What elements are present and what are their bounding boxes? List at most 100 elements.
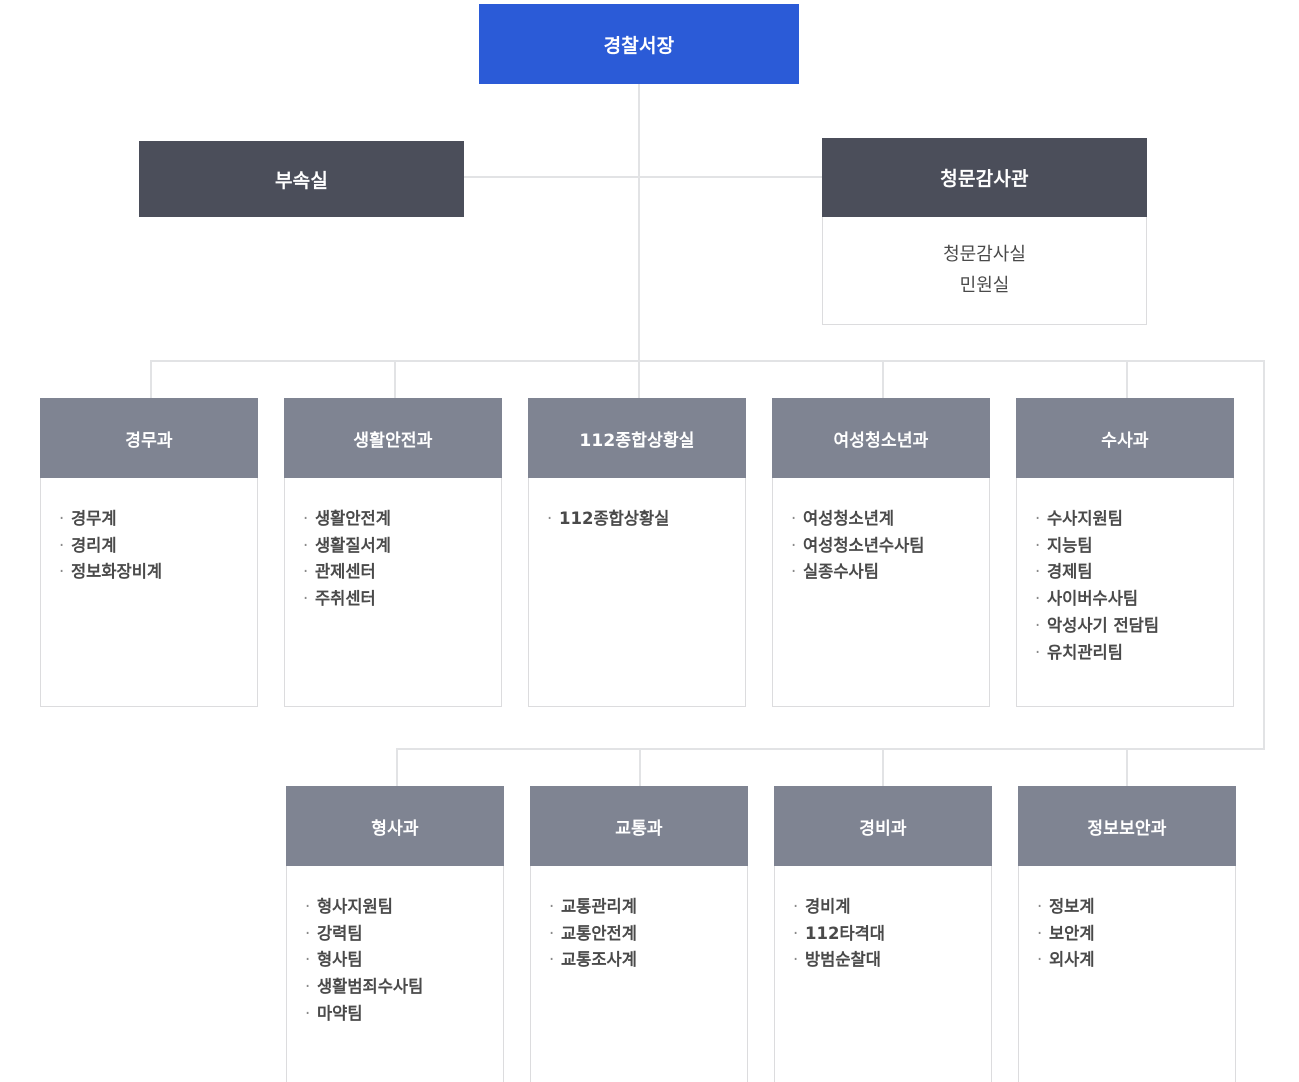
bullet-icon: · xyxy=(1035,509,1041,528)
node-intelligence-security-label: 정보보안과 xyxy=(1018,786,1236,866)
list-item-label: 교통조사계 xyxy=(561,950,637,970)
node-criminal[interactable]: 형사과 · 형사지원팀 · 강력팀 · 형사팀 · 생활범죄수사팀 · 마약팀 xyxy=(286,786,504,1082)
connector-staff-bus xyxy=(464,176,824,178)
node-audit-officer-body: 청문감사실 민원실 xyxy=(822,217,1147,325)
list-item: · 강력팀 xyxy=(305,921,503,948)
list-item-label: 교통안전계 xyxy=(561,923,637,943)
node-criminal-label: 형사과 xyxy=(286,786,504,866)
connector-row1-drop-1 xyxy=(150,360,152,398)
node-situation-room-112-body: · 112종합상황실 xyxy=(528,478,746,707)
list-item-label: 112종합상황실 xyxy=(559,509,670,528)
list-item: · 정보계 xyxy=(1037,894,1235,921)
node-adjutant-office-label: 부속실 xyxy=(139,141,464,217)
list-item: · 관제센터 xyxy=(303,559,501,586)
node-security-guard[interactable]: 경비과 · 경비계 · 112타격대 · 방범순찰대 xyxy=(774,786,992,1082)
node-public-safety-body: · 생활안전계 · 생활질서계 · 관제센터 · 주취센터 xyxy=(284,478,502,707)
connector-row2-drop-2 xyxy=(639,748,641,786)
list-item-label: 정보계 xyxy=(1049,897,1095,916)
list-item-label: 112타격대 xyxy=(805,923,885,943)
list-item-label: 생활안전계 xyxy=(315,509,391,528)
bullet-icon: · xyxy=(305,950,311,970)
bullet-icon: · xyxy=(1035,562,1041,582)
connector-root-stem xyxy=(638,82,640,178)
bullet-icon: · xyxy=(303,509,309,528)
bullet-icon: · xyxy=(1035,535,1041,555)
bullet-icon: · xyxy=(1035,589,1041,609)
bullet-icon: · xyxy=(1035,615,1041,635)
node-general-affairs[interactable]: 경무과 · 경무계 · 경리계 · 정보화장비계 xyxy=(40,398,258,707)
list-item: · 여성청소년수사팀 xyxy=(791,533,989,560)
node-situation-room-112-label: 112종합상황실 xyxy=(528,398,746,478)
list-item: · 보안계 xyxy=(1037,921,1235,948)
node-intelligence-security[interactable]: 정보보안과 · 정보계 · 보안계 · 외사계 xyxy=(1018,786,1236,1082)
list-item: · 마약팀 xyxy=(305,1001,503,1028)
node-public-safety[interactable]: 생활안전과 · 생활안전계 · 생활질서계 · 관제센터 · 주취센터 xyxy=(284,398,502,707)
list-item: · 정보화장비계 xyxy=(59,559,257,586)
bullet-icon: · xyxy=(1037,897,1043,916)
connector-row1-drop-4 xyxy=(882,360,884,398)
bullet-icon: · xyxy=(549,897,555,916)
node-investigation-body: · 수사지원팀 · 지능팀 · 경제팀 · 사이버수사팀 · 악성사기 전담팀 … xyxy=(1016,478,1234,707)
connector-row1-bus xyxy=(150,360,1265,362)
list-item: · 형사지원팀 xyxy=(305,894,503,921)
node-police-chief-label: 경찰서장 xyxy=(479,4,799,84)
bullet-icon: · xyxy=(549,923,555,943)
list-item-label: 유치관리팀 xyxy=(1047,642,1123,662)
bullet-icon: · xyxy=(791,535,797,555)
list-item-label: 교통관리계 xyxy=(561,897,637,916)
bullet-icon: · xyxy=(305,897,311,916)
list-item-label: 생활범죄수사팀 xyxy=(317,977,424,997)
list-item: · 지능팀 xyxy=(1035,533,1233,560)
bullet-icon: · xyxy=(791,509,797,528)
list-item: · 외사계 xyxy=(1037,947,1235,974)
bullet-icon: · xyxy=(305,923,311,943)
list-item-label: 경리계 xyxy=(71,535,117,555)
node-general-affairs-label: 경무과 xyxy=(40,398,258,478)
bullet-icon: · xyxy=(793,897,799,916)
list-item: · 실종수사팀 xyxy=(791,559,989,586)
node-police-chief[interactable]: 경찰서장 xyxy=(479,4,799,84)
sub-unit: 민원실 xyxy=(959,275,1010,296)
node-investigation-label: 수사과 xyxy=(1016,398,1234,478)
list-item-label: 경제팀 xyxy=(1047,562,1093,582)
node-general-affairs-body: · 경무계 · 경리계 · 정보화장비계 xyxy=(40,478,258,707)
bullet-icon: · xyxy=(549,950,555,970)
list-item: · 경무계 xyxy=(59,506,257,533)
node-audit-officer[interactable]: 청문감사관 청문감사실 민원실 xyxy=(822,138,1147,325)
list-item-label: 형사팀 xyxy=(317,950,363,970)
list-item: · 112종합상황실 xyxy=(547,506,745,533)
node-traffic-body: · 교통관리계 · 교통안전계 · 교통조사계 xyxy=(530,866,748,1082)
list-item: · 교통조사계 xyxy=(549,947,747,974)
list-item-label: 외사계 xyxy=(1049,950,1095,970)
node-investigation[interactable]: 수사과 · 수사지원팀 · 지능팀 · 경제팀 · 사이버수사팀 · 악성사기 … xyxy=(1016,398,1234,707)
list-item: · 경리계 xyxy=(59,533,257,560)
node-situation-room-112[interactable]: 112종합상황실 · 112종합상황실 xyxy=(528,398,746,707)
bullet-icon: · xyxy=(59,509,65,528)
node-women-youth[interactable]: 여성청소년과 · 여성청소년계 · 여성청소년수사팀 · 실종수사팀 xyxy=(772,398,990,707)
list-item: · 악성사기 전담팀 xyxy=(1035,613,1233,640)
list-item: · 주취센터 xyxy=(303,586,501,613)
list-item-label: 여성청소년수사팀 xyxy=(803,535,925,555)
list-item-label: 보안계 xyxy=(1049,923,1095,943)
list-item: · 수사지원팀 xyxy=(1035,506,1233,533)
list-item: · 경비계 xyxy=(793,894,991,921)
list-item-label: 형사지원팀 xyxy=(317,897,393,916)
node-traffic[interactable]: 교통과 · 교통관리계 · 교통안전계 · 교통조사계 xyxy=(530,786,748,1082)
list-item-label: 방범순찰대 xyxy=(805,950,881,970)
node-adjutant-office[interactable]: 부속실 xyxy=(139,141,464,217)
list-item-label: 악성사기 전담팀 xyxy=(1047,615,1160,635)
connector-row2-drop-3 xyxy=(882,748,884,786)
list-item-label: 수사지원팀 xyxy=(1047,509,1123,528)
list-item: · 생활안전계 xyxy=(303,506,501,533)
list-item-label: 여성청소년계 xyxy=(803,509,895,528)
node-audit-officer-label: 청문감사관 xyxy=(822,138,1147,217)
connector-row1-drop-3 xyxy=(638,360,640,398)
list-item-label: 경무계 xyxy=(71,509,117,528)
node-traffic-label: 교통과 xyxy=(530,786,748,866)
sub-unit: 청문감사실 xyxy=(943,244,1026,265)
bullet-icon: · xyxy=(59,535,65,555)
bullet-icon: · xyxy=(1037,950,1043,970)
list-item: · 교통관리계 xyxy=(549,894,747,921)
list-item: · 경제팀 xyxy=(1035,559,1233,586)
node-public-safety-label: 생활안전과 xyxy=(284,398,502,478)
